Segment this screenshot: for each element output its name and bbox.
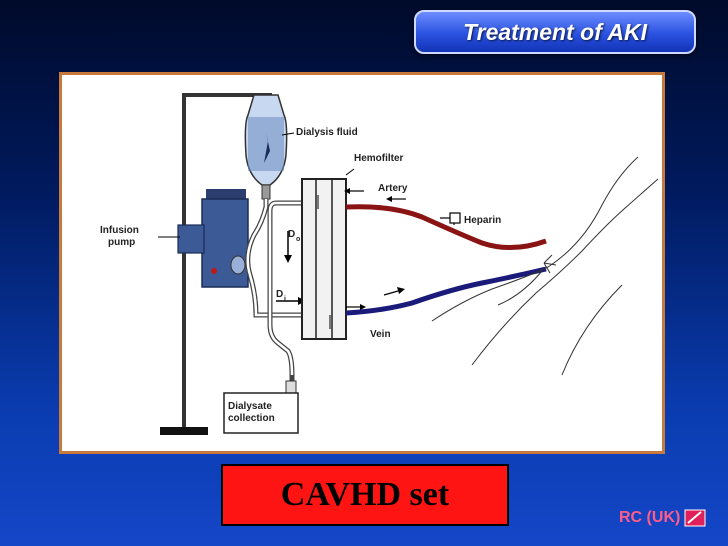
caption-text: CAVHD set xyxy=(280,476,450,513)
heparin-label: Heparin xyxy=(464,215,501,226)
dialysis-fluid-leader xyxy=(281,132,295,136)
hemofilter-leader xyxy=(345,168,355,176)
infusion-pump-label-2: pump xyxy=(108,237,135,248)
dialysis-fluid-label: Dialysis fluid xyxy=(296,127,358,138)
hemofilter xyxy=(301,178,347,340)
do-label-sub: o xyxy=(296,236,300,243)
dialysate-label-1: Dialysate xyxy=(228,401,272,412)
artery-line xyxy=(345,204,547,251)
footer-credit-text: RC (UK) xyxy=(619,509,681,526)
slide-title: Treatment of AKI xyxy=(462,18,648,45)
vein-line xyxy=(345,266,547,316)
hemofilter-label: Hemofilter xyxy=(354,153,404,164)
iv-stand-base xyxy=(160,427,208,435)
artery-label: Artery xyxy=(378,183,408,194)
iv-pole xyxy=(182,93,186,431)
caption-box: CAVHD set xyxy=(221,464,509,526)
patient-arm-outline xyxy=(431,156,659,376)
cavhd-diagram: Dialysis fluid Infusion pump D o D i xyxy=(100,93,659,435)
dialysate-label-2: collection xyxy=(228,413,275,424)
di-label-sub: i xyxy=(284,296,286,303)
vein-arrow-2 xyxy=(383,290,399,296)
dialysate-collection-container xyxy=(223,392,299,434)
logo-icon xyxy=(684,509,706,527)
dialysis-fluid-bag xyxy=(244,94,288,200)
diagram-frame: Dialysis fluid Infusion pump D o D i xyxy=(59,72,665,454)
drip-chamber xyxy=(230,255,246,275)
iv-pole-arm xyxy=(182,93,272,97)
infusion-pump-label-1: Infusion xyxy=(100,225,139,236)
di-label: D xyxy=(276,289,283,300)
heparin-syringe xyxy=(449,212,461,224)
slide-title-banner: Treatment of AKI xyxy=(414,10,696,54)
do-label: D xyxy=(288,229,295,240)
vein-label: Vein xyxy=(370,329,391,340)
footer-credit: RC (UK) xyxy=(619,508,706,528)
